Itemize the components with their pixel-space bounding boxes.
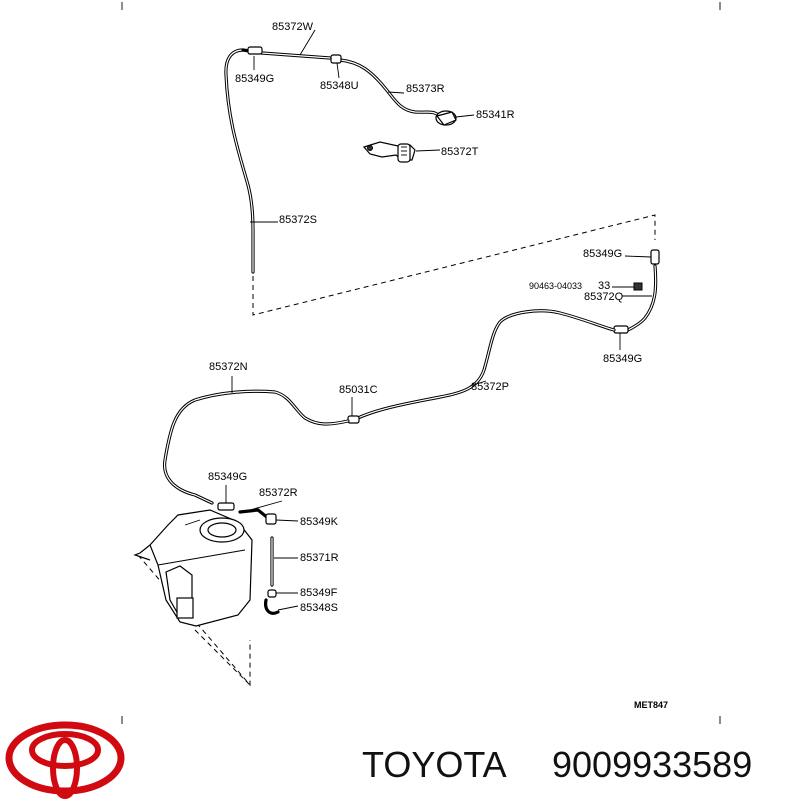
- right-hose-assembly: [163, 249, 660, 615]
- label-85349G-r1: 85349G: [583, 248, 622, 260]
- part-labels: 85372W 85349G 85348U 85373R 85341R 85372…: [208, 21, 668, 710]
- hose-85372R: [238, 508, 260, 514]
- connector-85349G-low: [217, 502, 235, 511]
- leader-lines: [225, 29, 652, 611]
- label-85372N: 85372N: [209, 361, 248, 373]
- washer-nozzle-85341R: [435, 110, 457, 126]
- label-85371R: 85371R: [300, 552, 339, 564]
- label-85372P: 85372P: [471, 381, 509, 393]
- connector-85349G-r1: [650, 249, 660, 265]
- washer-nozzle-85372T: [362, 141, 416, 163]
- label-85348U: 85348U: [320, 80, 359, 92]
- hose-85372N: [163, 389, 350, 505]
- connector-85348U: [330, 54, 342, 64]
- connector-85349G-r2: [613, 325, 629, 334]
- label-85372S: 85372S: [279, 214, 317, 226]
- label-85348S: 85348S: [300, 602, 338, 614]
- connector-85349F: [267, 589, 277, 598]
- label-85349K: 85349K: [300, 516, 339, 528]
- label-85349G-top: 85349G: [235, 73, 274, 85]
- label-85031C: 85031C: [339, 384, 378, 396]
- dashed-link-upper: [252, 214, 656, 316]
- label-85341R: 85341R: [476, 109, 515, 121]
- connector-85349G: [247, 46, 263, 55]
- dashed-link-tank-2: [194, 629, 251, 686]
- label-85349G-low: 85349G: [208, 471, 247, 483]
- label-85372W: 85372W: [272, 21, 314, 33]
- brand-name: TOYOTA: [362, 744, 507, 785]
- connector-85349K: [265, 513, 277, 525]
- upper-hose-assembly: [224, 46, 457, 274]
- joint-85031C: [347, 415, 360, 424]
- label-85349F: 85349F: [300, 587, 338, 599]
- label-85373R: 85373R: [406, 83, 445, 95]
- label-85372T: 85372T: [441, 146, 479, 158]
- label-85349G-r2: 85349G: [603, 353, 642, 365]
- label-90463-04033: 90463-04033: [529, 281, 582, 291]
- label-85372R: 85372R: [259, 487, 298, 499]
- label-85372Q: 85372Q: [584, 291, 624, 303]
- part-number: 9009933589: [552, 744, 752, 785]
- toyota-logo: [5, 721, 125, 799]
- diagram-code: MET847: [634, 700, 668, 710]
- washer-tank: [133, 509, 253, 627]
- label-33: 33: [598, 280, 610, 292]
- clip-90463-04033: [612, 282, 643, 291]
- elbow-85348S: [264, 598, 280, 615]
